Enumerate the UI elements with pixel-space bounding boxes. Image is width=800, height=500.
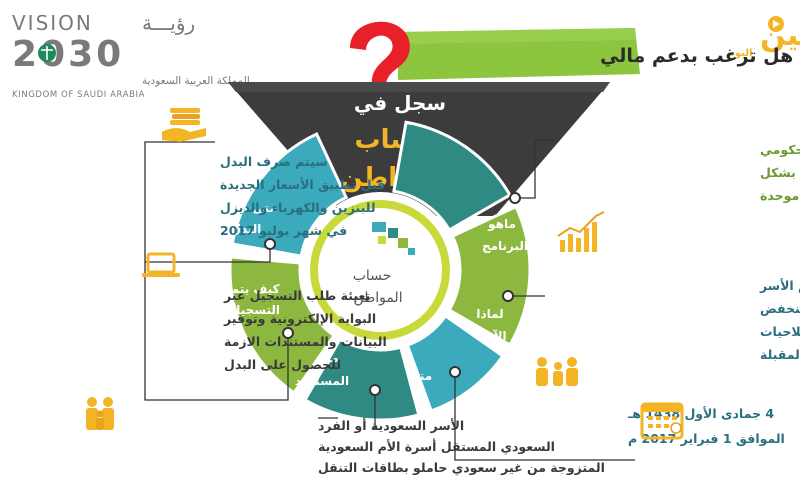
vision-year: 2030 <box>12 34 124 75</box>
segment-label-why-now-1: لماذا <box>476 307 503 321</box>
laptop-icon <box>142 252 180 277</box>
vision-label: VISION <box>12 11 93 35</box>
info-disburse-2: قبل تطبيق الأسعار الجديدة <box>220 177 385 192</box>
channel-logo-sub: اليوم <box>728 48 753 59</box>
donut-ring <box>228 120 532 422</box>
info-register-4: للحصول على البدل <box>224 357 341 372</box>
segment-label-when-disburse-1: متى صرف <box>215 201 277 215</box>
segment-label-what-program-1: ماهو <box>487 217 516 232</box>
info-program-1: رفع كفاءة الدعم الحكومي <box>760 142 800 157</box>
connector-lines <box>144 139 635 461</box>
segment-label-beneficiary-2: المستفيد <box>295 374 349 388</box>
channel-logo: عين اليوم <box>728 16 800 59</box>
center-logo-icon <box>372 222 415 255</box>
info-why-2: خصوصاً ذوي الدخل المنخفض <box>760 299 800 316</box>
segment-label-when-disburse-2: البدل <box>231 222 262 236</box>
segment-label-how-register-1: كيف يتم <box>230 282 279 296</box>
banner-question: هل ترغب بدعم مالي <box>600 45 793 67</box>
info-register-3: البيانات والمستندات الازمة <box>224 334 387 349</box>
info-why-4: الإقتصادية المقبلة <box>760 347 800 362</box>
family-icon-right <box>536 357 578 386</box>
calendar-icon <box>640 402 684 440</box>
coins-hand-icon <box>162 108 206 142</box>
bar-chart-icon <box>557 211 605 252</box>
funnel-line1: سجل في <box>354 91 446 116</box>
info-why-1: لإدراكنا أهمية دعم الأسر <box>759 277 800 293</box>
info-beneficiary-2: السعودي المستقل أسرة الأم السعودية <box>318 438 555 455</box>
connector-dots <box>264 192 521 396</box>
info-when-2: الموافق 1 فبراير 2017 م <box>628 431 785 447</box>
center-logo-line1: حساب <box>353 268 392 284</box>
segment-when <box>405 313 505 413</box>
segment-beneficiary <box>302 337 421 422</box>
info-disburse-3: للبنزين والكهرباء والديزل <box>220 200 376 215</box>
segment-label-what-program-2: البرنامج <box>482 239 528 253</box>
segment-label-beneficiary-1: من <box>321 351 339 365</box>
segment-label-why-now-2: الآن <box>483 329 506 343</box>
info-register-2: البوابة الإلكترونية وتوفير <box>223 311 376 326</box>
info-beneficiary-3: المتزوجة من غير سعودي حاملو بطاقات التنق… <box>318 460 605 475</box>
kingdom-arabic: المملكة العربية السعودية <box>142 75 250 87</box>
segment-how-register <box>228 255 337 395</box>
palm-emblem-icon <box>38 44 56 62</box>
info-beneficiary-1: الأسر السعودية أو الفرد <box>318 417 464 433</box>
family-icon <box>86 397 114 430</box>
question-banner: هل ترغب بدعم مالي <box>398 28 793 80</box>
kingdom-english: KINGDOM OF SAUDI ARABIA <box>12 90 145 100</box>
info-disburse-1: سيتم صرف البدل <box>220 154 328 169</box>
center-disc <box>318 208 442 332</box>
info-disburse-4: في شهر يوليو 2017 <box>220 223 347 238</box>
info-why-3: في تحمل أعباء الإصلاحيات <box>760 323 800 339</box>
info-register-1: تعبئة طلب التسجيل عبر <box>223 288 370 303</box>
vision-arabic: رؤيـــة <box>142 11 195 35</box>
center-logo-line2: المواطن <box>353 290 402 306</box>
segment-why-now <box>447 204 532 348</box>
segment-when-disburse <box>230 132 349 258</box>
info-program-3: مباشر عبر منصة موحدة <box>760 188 800 203</box>
segment-label-how-register-2: التسجيل <box>230 303 280 317</box>
vision-2030-logo: VISION رؤيـــة 2030 المملكة العربية السع… <box>12 11 250 100</box>
segment-label-when: متى <box>408 369 432 383</box>
info-program-2: للمواطنين المستحقين بشكل <box>760 165 800 180</box>
